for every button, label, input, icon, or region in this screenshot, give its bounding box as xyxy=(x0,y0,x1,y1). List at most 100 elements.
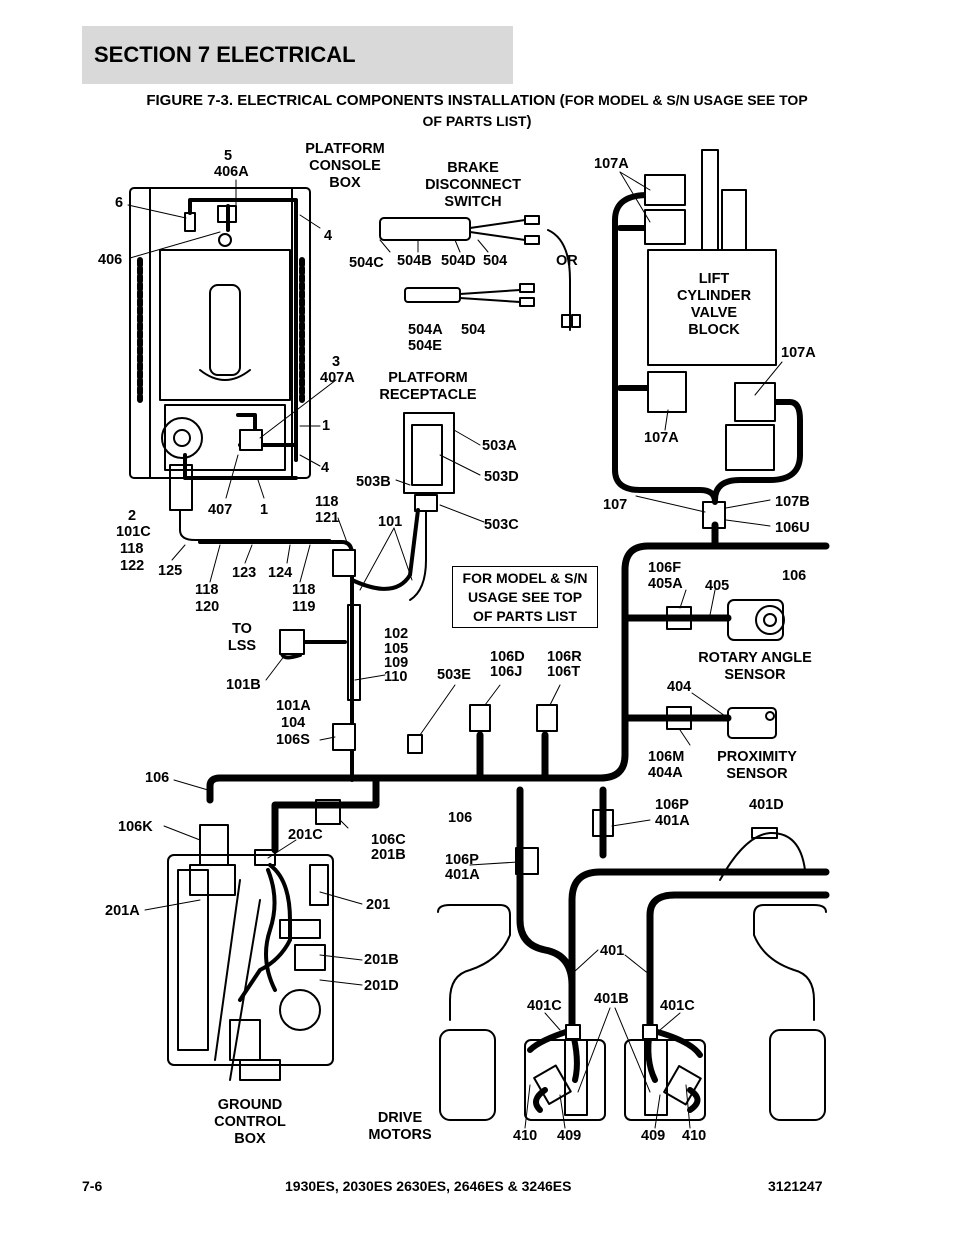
section-title: SECTION 7 ELECTRICAL xyxy=(94,42,356,67)
figure-title-note: FOR MODEL & S/N USAGE SEE TOP xyxy=(564,92,808,108)
callout-406A: 406A xyxy=(214,164,249,180)
callout-401C-right: 401C xyxy=(660,998,695,1014)
brake-switch-drawing xyxy=(379,215,581,331)
harness-clip-strip xyxy=(347,604,361,701)
callout-4-lower: 4 xyxy=(321,460,330,476)
lift-harness-107 xyxy=(612,192,803,505)
rotary-angle-sensor-label: ROTARY ANGLE SENSOR xyxy=(698,650,812,683)
callout-118-bottom: 118 xyxy=(195,582,219,598)
callout-106T: 106T xyxy=(547,664,581,680)
section-header-band xyxy=(82,26,513,84)
callout-201B-bottom: 201B xyxy=(364,952,399,968)
figure-title-line2: OF PARTS LIST) xyxy=(0,113,954,130)
callout-118-left: 118 xyxy=(120,541,144,557)
callout-504C: 504C xyxy=(349,255,384,271)
callout-101: 101 xyxy=(378,514,403,530)
note-line-3: OF PARTS LIST xyxy=(473,608,577,624)
callout-410-left: 410 xyxy=(513,1128,538,1144)
callout-503D: 503D xyxy=(484,469,519,485)
callout-504A: 504A xyxy=(408,322,443,338)
callout-401A-left: 401A xyxy=(445,867,480,883)
callout-401C-left: 401C xyxy=(527,998,562,1014)
callout-3: 3 xyxy=(332,354,341,370)
note-line-1: FOR MODEL & S/N xyxy=(462,570,588,586)
callout-104: 104 xyxy=(281,715,306,731)
figure-title-close: ) xyxy=(526,113,532,130)
drive-motors-label: DRIVE MOTORS xyxy=(368,1110,432,1143)
connector-boxes xyxy=(239,429,726,875)
callout-409-left: 409 xyxy=(557,1128,582,1144)
page-number: 7-6 xyxy=(82,1178,103,1194)
callout-106C: 106C xyxy=(371,832,406,848)
note-line-2: USAGE SEE TOP xyxy=(467,589,583,605)
lift-cylinder-valve-block-label: LIFT CYLINDER VALVE BLOCK xyxy=(676,271,752,338)
harness-401D xyxy=(719,827,806,881)
ground-control-box-label: GROUND CONTROL BOX xyxy=(214,1097,286,1147)
callout-106M: 106M xyxy=(648,749,685,765)
callout-107: 107 xyxy=(603,497,628,513)
callout-410-right: 410 xyxy=(682,1128,707,1144)
callout-122: 122 xyxy=(120,558,145,574)
callout-201B-top: 201B xyxy=(371,847,406,863)
figure-title-main: FIGURE 7-3. ELECTRICAL COMPONENTS INSTAL… xyxy=(146,92,565,109)
rotary-sensor-drawing xyxy=(727,599,785,641)
drive-motor-right-drawing xyxy=(624,904,827,1121)
callout-504-mid: 504 xyxy=(461,322,486,338)
callout-407: 407 xyxy=(208,502,233,518)
callout-406: 406 xyxy=(98,252,123,268)
callout-106R: 106R xyxy=(547,649,582,665)
callout-120: 120 xyxy=(195,599,220,615)
callout-2: 2 xyxy=(128,508,137,524)
callout-OR: OR xyxy=(556,253,578,269)
callout-106F: 106F xyxy=(648,560,682,576)
model-usage-note: FOR MODEL & S/N USAGE SEE TOP OF PARTS L… xyxy=(452,566,598,628)
proximity-sensor-label: PROXIMITY SENSOR xyxy=(717,749,797,782)
callout-125: 125 xyxy=(158,563,183,579)
callout-201A: 201A xyxy=(105,903,140,919)
callout-124: 124 xyxy=(268,565,293,581)
callout-404: 404 xyxy=(667,679,692,695)
callout-503A: 503A xyxy=(482,438,517,454)
callout-106K: 106K xyxy=(118,819,153,835)
callout-123: 123 xyxy=(232,565,257,581)
callout-106U: 106U xyxy=(775,520,810,536)
callout-106P-right: 106P xyxy=(655,797,689,813)
callout-106D: 106D xyxy=(490,649,525,665)
callout-409-right: 409 xyxy=(641,1128,666,1144)
callout-110: 110 xyxy=(384,669,408,685)
callout-101A: 101A xyxy=(276,698,311,714)
model-list: 1930ES, 2030ES 2630ES, 2646ES & 3246ES xyxy=(285,1178,572,1194)
callout-106-left: 106 xyxy=(145,770,170,786)
callout-503E: 503E xyxy=(437,667,471,683)
callout-106-right: 106 xyxy=(782,568,807,584)
callout-107A-right: 107A xyxy=(781,345,816,361)
callout-119: 119 xyxy=(292,599,316,615)
callout-201: 201 xyxy=(366,897,391,913)
callout-405: 405 xyxy=(705,578,730,594)
callout-401A-right: 401A xyxy=(655,813,690,829)
callout-201D: 201D xyxy=(364,978,399,994)
ground-box-wiring xyxy=(238,863,292,1002)
callout-106P-left: 106P xyxy=(445,852,479,868)
callout-407A: 407A xyxy=(320,370,355,386)
callout-107A-left: 107A xyxy=(644,430,679,446)
callout-504-top: 504 xyxy=(483,253,508,269)
document-number: 3121247 xyxy=(768,1178,823,1194)
callout-106J: 106J xyxy=(490,664,523,680)
callout-102: 102 xyxy=(384,626,409,642)
callout-118-top: 118 xyxy=(315,494,339,510)
callout-405A: 405A xyxy=(648,576,683,592)
callout-101B: 101B xyxy=(226,677,261,693)
callout-401B: 401B xyxy=(594,991,629,1007)
callout-6: 6 xyxy=(115,195,124,211)
callout-106-center: 106 xyxy=(448,810,473,826)
callout-503B: 503B xyxy=(356,474,391,490)
callout-121: 121 xyxy=(315,510,340,526)
callout-4-top: 4 xyxy=(324,228,333,244)
platform-receptacle-label: PLATFORM RECEPTACLE xyxy=(379,370,477,403)
drive-connectors xyxy=(565,1024,658,1040)
leader-lines xyxy=(127,171,783,1129)
callout-503C: 503C xyxy=(484,517,519,533)
callout-107A-top: 107A xyxy=(594,156,629,172)
